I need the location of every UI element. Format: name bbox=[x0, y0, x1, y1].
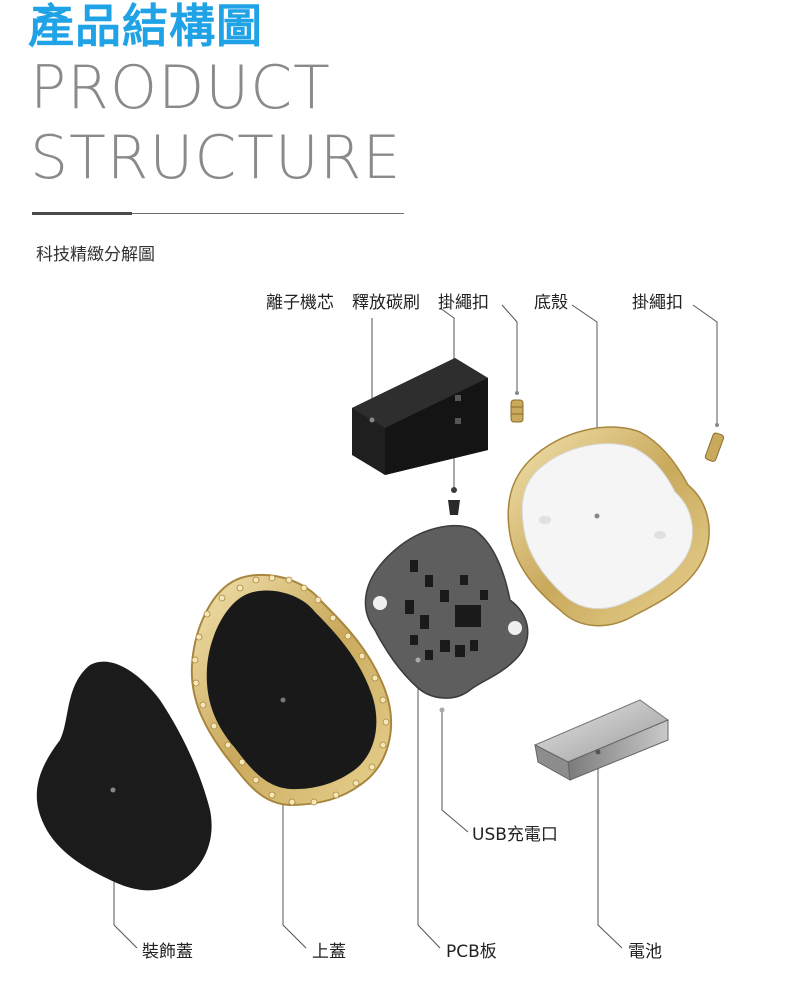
divider-accent bbox=[32, 212, 132, 215]
label-battery: 電池 bbox=[628, 942, 662, 962]
decorative-cover-part bbox=[36, 661, 212, 891]
leader-pcb bbox=[417, 660, 441, 949]
label-ion-core: 離子機芯 bbox=[266, 293, 334, 313]
title-chinese: 產品結構圖 bbox=[28, 0, 263, 53]
label-lanyard-buckle-1: 掛繩扣 bbox=[438, 293, 489, 313]
lanyard-buckle-2-part bbox=[704, 423, 725, 462]
leader-lanyard-buckle-1 bbox=[501, 304, 518, 393]
title-english-line1: PRODUCT bbox=[30, 53, 331, 123]
ion-core-part bbox=[352, 358, 488, 475]
label-bottom-shell: 底殼 bbox=[534, 293, 568, 313]
pcb-board-part bbox=[364, 487, 529, 713]
leader-usb-port bbox=[441, 710, 469, 833]
leader-battery bbox=[597, 752, 623, 949]
label-decorative-cover: 裝飾蓋 bbox=[142, 942, 193, 962]
label-lanyard-buckle-2: 掛繩扣 bbox=[632, 293, 683, 313]
label-carbon-brush: 釋放碳刷 bbox=[352, 293, 420, 313]
battery-part bbox=[533, 699, 670, 781]
title-english-line2: STRUCTURE bbox=[30, 123, 402, 193]
top-cover-part bbox=[190, 573, 392, 807]
leader-lanyard-buckle-2 bbox=[692, 304, 718, 425]
label-pcb: PCB板 bbox=[446, 942, 497, 962]
divider-line bbox=[32, 213, 404, 214]
label-usb-port: USB充電口 bbox=[472, 825, 558, 845]
subtitle: 科技精緻分解圖 bbox=[36, 245, 155, 265]
bottom-shell-part bbox=[507, 426, 710, 627]
label-top-cover: 上蓋 bbox=[312, 942, 346, 962]
lanyard-buckle-1-part bbox=[510, 391, 524, 423]
